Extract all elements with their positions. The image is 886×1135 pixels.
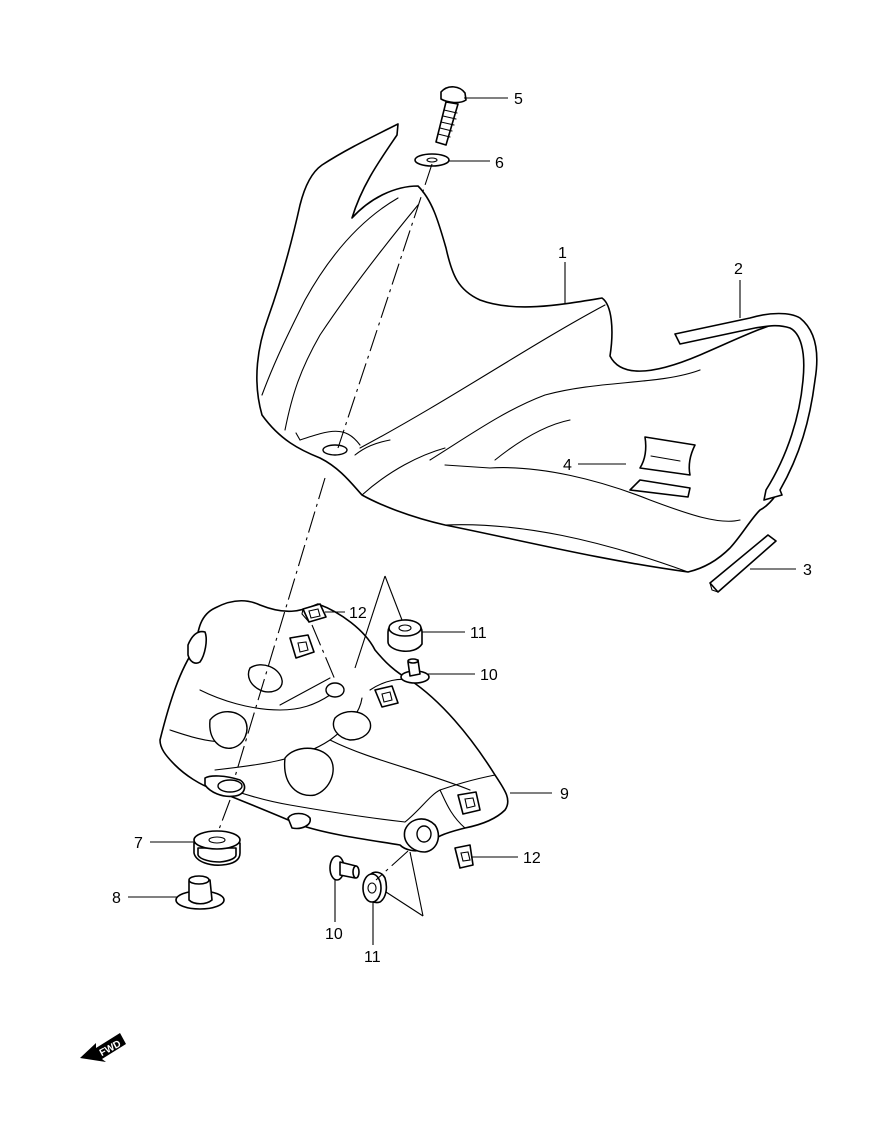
callout-10-upper: 10: [480, 667, 498, 684]
callout-8: 8: [112, 890, 121, 907]
clip-nut-part-12-lower[interactable]: [454, 844, 474, 869]
grommet-part-11-upper[interactable]: [387, 619, 423, 653]
callout-11-upper: 11: [470, 625, 487, 642]
callout-labels: 1 2 3 4 5 6 7 8 9 10 10 11 11 12 12: [112, 91, 812, 966]
forward-direction-arrow-icon: FWD: [80, 1033, 126, 1062]
screw-part-5[interactable]: [435, 86, 467, 146]
callout-2: 2: [734, 261, 743, 278]
callout-12-lower: 12: [523, 850, 541, 867]
callout-7: 7: [134, 835, 143, 852]
leader-lines: [128, 97, 796, 945]
fwd-label: FWD: [98, 1039, 123, 1059]
callout-10-lower: 10: [325, 926, 343, 943]
washer-part-6[interactable]: [414, 153, 450, 167]
trim-strip-part-3[interactable]: [709, 534, 777, 593]
edge-trim-part-2[interactable]: [674, 312, 818, 501]
collar-part-10-upper[interactable]: [400, 658, 430, 684]
front-cowling-part-1[interactable]: [256, 123, 817, 573]
callout-9: 9: [560, 786, 569, 803]
clip-nut-part-12-upper[interactable]: [301, 603, 327, 623]
collar-part-10-lower[interactable]: [329, 855, 360, 881]
callout-11-lower: 11: [364, 949, 381, 966]
callout-12-upper: 12: [349, 605, 367, 622]
emblem-part-4[interactable]: [629, 436, 696, 498]
callout-6: 6: [495, 155, 504, 172]
callout-1: 1: [558, 245, 567, 262]
callout-3: 3: [803, 562, 812, 579]
grommet-part-7[interactable]: [193, 830, 241, 866]
callout-4: 4: [563, 457, 572, 474]
assembly-lines: [217, 163, 433, 881]
callout-5: 5: [514, 91, 523, 108]
collar-part-8[interactable]: [175, 875, 225, 910]
grommet-part-11-lower[interactable]: [362, 871, 388, 904]
inner-panel-part-9[interactable]: [159, 599, 509, 853]
